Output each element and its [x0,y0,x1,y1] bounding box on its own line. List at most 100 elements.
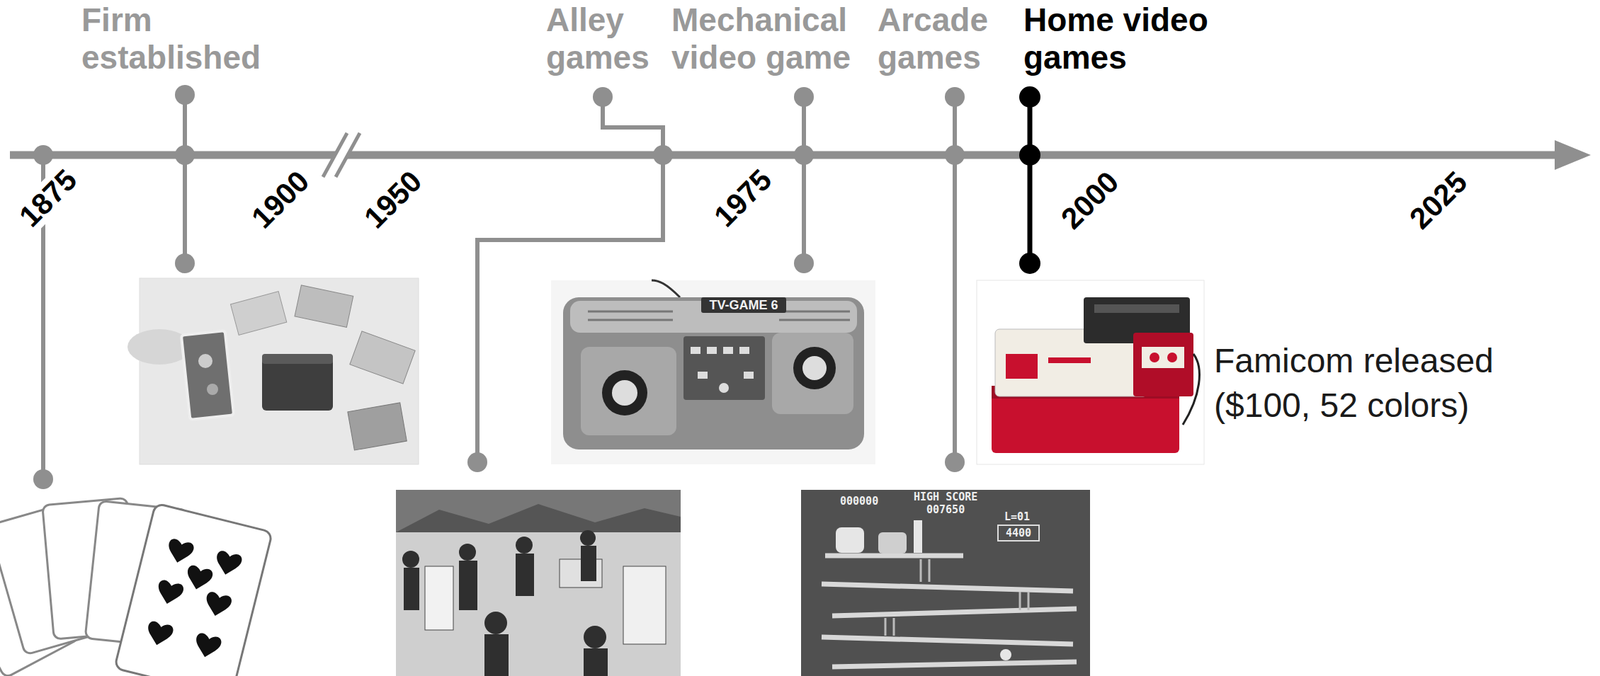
arcade-screen-part-part [893,618,896,637]
current-event-pin-part [1019,252,1041,275]
alley-games-photo-part-part [515,536,533,554]
alley-games-photo-part-part [580,546,597,582]
year-label: 1900 [243,162,318,237]
alley-games-photo-part [395,504,681,533]
alley-games-photo-part-part [484,634,509,676]
event-dots [33,84,965,490]
axis-break-part [322,133,348,178]
playing-cards-part-part [213,550,243,578]
alley-games-photo-part-part [458,543,476,561]
arcade-screen-part [835,527,865,554]
alley-games-photo-part [424,566,454,631]
hanafuda-photo-part [349,331,416,384]
alley-games-photo-part [623,566,666,645]
arcade-screen-part [878,532,907,554]
year-label: 1950 [356,162,430,237]
hanafuda-photo-part [294,285,354,328]
hanafuda-photo-part [347,403,407,451]
year-label: 2025 [1401,163,1476,238]
tv-game-console-part-part [718,383,729,394]
playing-cards [0,497,273,676]
arcade-screen [801,490,1091,676]
event-label: Arcade games [877,1,1002,77]
current-event-pin [1019,86,1041,275]
hanafuda-photo [127,278,419,465]
event-note: Famicom released ($100, 52 colors) [1213,338,1547,428]
tv-game-console-part [690,347,754,394]
event-pins-part [477,97,663,463]
tv-game-console-part [580,347,677,436]
famicom-photo-part [1048,357,1091,364]
screen-text: 4400 [1005,527,1032,540]
event-label: Alley games [546,1,663,77]
hanafuda-photo-part [262,354,333,411]
playing-cards-part [144,538,243,661]
hanafuda-photo-part [181,330,234,421]
event-dots-part [467,452,488,473]
event-dots-part [174,145,195,166]
alley-games-photo-part-part [403,568,420,611]
famicom-photo-part [1182,354,1200,425]
event-dots-part [174,84,195,105]
tv-game-console-part [701,297,787,314]
famicom-photo-part [1149,352,1160,363]
tv-game-console-part-part [697,371,708,379]
alley-games-photo-part-part [580,530,596,547]
alley-games-photo-part [395,490,681,676]
famicom-photo-part [976,280,1205,465]
event-dots-part [944,452,965,473]
arcade-screen-part-part [928,559,931,583]
axis-break [322,133,360,178]
hanafuda-photo-part [206,383,219,396]
year-label: 1975 [706,161,780,236]
arcade-screen-part [997,525,1040,542]
event-dots-part [944,145,965,166]
tv-game-console-part-part [723,347,734,355]
event-dots-part [33,145,54,166]
arcade-screen-part-part [832,609,1077,617]
arcade-screen-part [913,520,923,554]
event-dots-part [793,253,814,274]
event-label: Home video games [1023,1,1226,77]
arcade-screen-part [821,555,1077,668]
tv-game-console-part-part [706,347,717,355]
event-pins-part [801,97,807,264]
arcade-screen-part [1000,649,1012,661]
tv-game-console-part-part [743,371,754,379]
event-dots-part [33,469,54,490]
famicom-photo-part [1141,347,1185,369]
tv-game-console-part-part [587,310,673,314]
famicom-photo-part [1133,332,1194,397]
alley-games-photo-part-part [583,626,607,649]
time-axis-part [1554,140,1591,170]
tv-game-console [551,280,876,465]
tv-game-console-part [683,336,765,401]
tv-game-console-part [551,280,876,465]
tv-game-console-part [563,297,865,450]
event-dots-part [944,87,965,107]
alley-games-photo-part [402,530,608,676]
famicom-photo-part [1005,354,1038,379]
playing-cards-part-part [144,620,175,649]
axis-break-part [335,133,360,178]
hanafuda-photo-part [262,354,333,365]
arcade-screen-part-part [1019,592,1022,611]
event-dots-part [592,87,613,107]
tv-game-console-part-part [739,347,750,355]
alley-games-photo-part-part [583,648,608,676]
tv-game-console-part-part [690,347,701,355]
tv-game-console-part [611,380,638,406]
screen-text: HIGH SCORE [913,491,978,504]
alley-games-photo-part-part [515,553,535,597]
alley-games-photo [395,490,681,676]
event-dots-part [174,253,195,274]
current-event-pin-part [1027,97,1033,264]
tv-game-console-part [772,332,854,415]
arcade-screen-part-part [920,559,923,583]
current-event-pin-part [1019,86,1041,108]
tv-game-console-part [802,356,827,381]
time-axis-part [9,151,1559,160]
tv-game-console-part [602,370,648,416]
hanafuda-photo-part [139,278,419,465]
